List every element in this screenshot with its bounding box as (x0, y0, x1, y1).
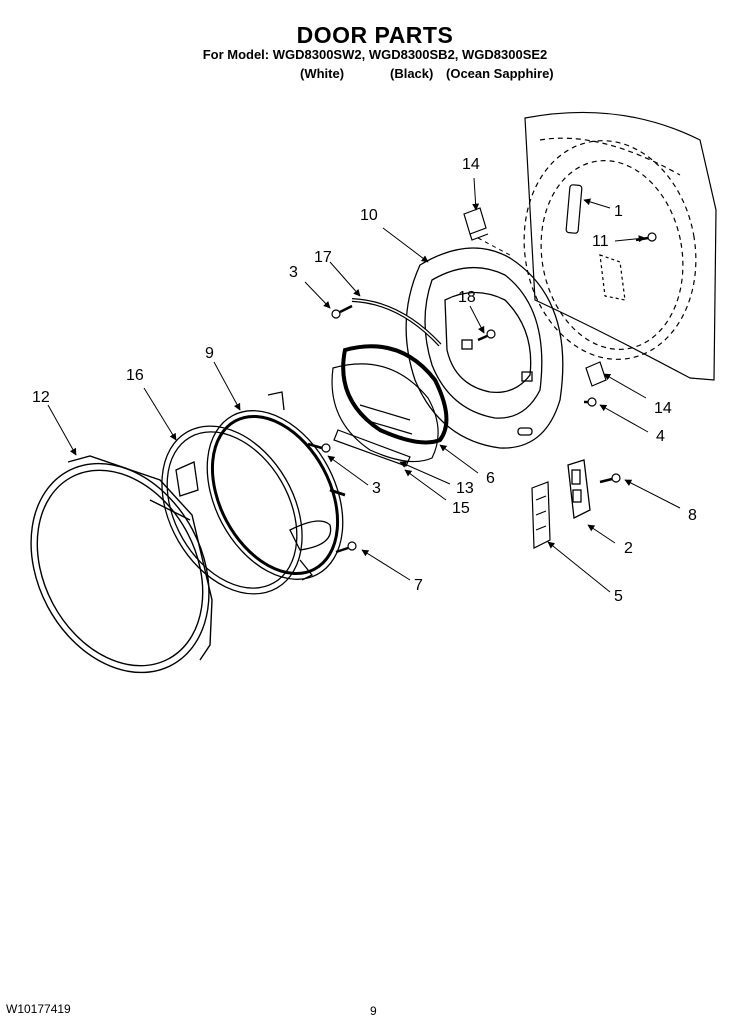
callout-part-10: 10 (360, 207, 378, 224)
callout-part-13: 13 (456, 480, 474, 497)
screw-3-upper (331, 304, 353, 319)
callout-part-8: 8 (688, 507, 697, 524)
callout-part-11: 11 (592, 233, 609, 250)
page-number: 9 (370, 1004, 377, 1018)
callout-part-9: 9 (205, 345, 214, 362)
callout-part-7: 7 (414, 577, 423, 594)
outer-door (30, 455, 213, 674)
callout-part-16: 16 (126, 367, 144, 384)
inner-door-frame (206, 391, 346, 581)
callout-part-15: 15 (452, 500, 470, 517)
hinge-cover (531, 481, 551, 549)
color-white-label: (White) (300, 66, 345, 81)
door-trim-ring (161, 425, 303, 595)
page-title: DOOR PARTS (296, 22, 454, 48)
screw-7 (335, 541, 357, 554)
callout-part-17: 17 (314, 249, 332, 266)
leader-lines (47, 177, 681, 593)
cabinet-front-panel (523, 111, 717, 381)
color-ocean-sapphire-label: (Ocean Sapphire) (446, 66, 554, 81)
model-list: For Model: WGD8300SW2, WGD8300SB2, WGD83… (202, 47, 548, 62)
inner-door-panel (405, 247, 564, 449)
screw-8 (599, 473, 621, 484)
callout-part-3-lower: 3 (372, 480, 381, 497)
document-number: W10177419 (6, 1002, 71, 1016)
callout-part-14-upper: 14 (462, 156, 480, 173)
color-black-label: (Black) (390, 66, 434, 81)
screw-11 (635, 232, 657, 242)
callout-part-6: 6 (486, 470, 495, 487)
callout-part-5: 5 (614, 588, 623, 605)
callout-part-3-upper: 3 (289, 264, 298, 281)
inner-window-glass (331, 363, 439, 463)
callout-part-2: 2 (624, 540, 633, 557)
callout-part-18: 18 (458, 289, 476, 306)
hinge-clip-lower (585, 361, 607, 387)
door-hinge (567, 459, 591, 519)
hinge-clip-upper (463, 207, 489, 241)
screw-18 (477, 329, 496, 342)
callout-part-1: 1 (614, 203, 623, 220)
window-gasket (341, 344, 449, 445)
screw-4 (584, 397, 597, 407)
screw-3-lower (307, 442, 331, 453)
door-strap (351, 298, 442, 347)
callout-part-12: 12 (32, 389, 50, 406)
callout-part-4: 4 (656, 428, 665, 445)
callout-part-14-lower: 14 (654, 400, 672, 417)
